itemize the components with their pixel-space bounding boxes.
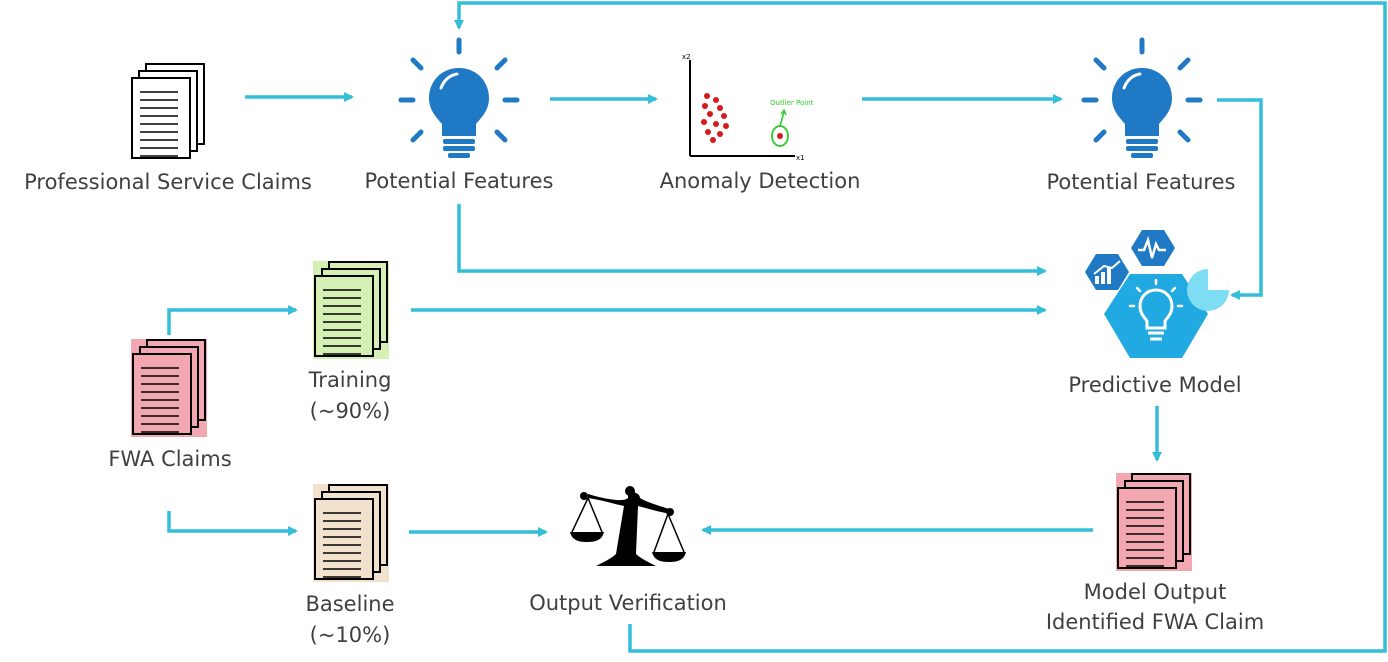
document-stack-icon (1116, 473, 1192, 571)
arrow-fwa-to-baseline (167, 511, 298, 536)
arrow-features-to-model (1217, 98, 1263, 300)
scatter-plot-icon: x2 x1 Outlier Point (682, 53, 814, 162)
potential-features-label-2: Potential Features (1046, 170, 1236, 194)
potential-features-label-1: Potential Features (364, 169, 554, 193)
baseline-label: Baseline (305, 592, 395, 616)
fwa-claims-label: FWA Claims (108, 447, 232, 471)
anomaly-detection-label: Anomaly Detection (659, 169, 861, 193)
model-output-sublabel: Identified FWA Claim (1045, 610, 1265, 634)
professional-claims-label: Professional Service Claims (24, 170, 312, 194)
output-verification-label: Output Verification (529, 591, 727, 615)
training-sublabel: (~90%) (309, 399, 391, 423)
scatter-y-axis-label: x2 (682, 53, 691, 61)
lightbulb-icon (1084, 40, 1200, 158)
predictive-model-label: Predictive Model (1068, 373, 1242, 397)
document-stack-icon (313, 484, 389, 582)
outlier-point-annotation: Outlier Point (770, 99, 814, 107)
lightbulb-icon (401, 40, 517, 158)
scatter-x-axis-label: x1 (796, 154, 805, 162)
training-label: Training (308, 368, 392, 392)
document-stack-icon (131, 339, 207, 437)
document-stack-icon (313, 261, 389, 359)
hexagon-model-icon (1085, 230, 1229, 358)
baseline-sublabel: (~10%) (309, 623, 391, 647)
arrow-features1-to-model (457, 204, 1047, 276)
model-output-label: Model Output (1083, 580, 1227, 604)
balance-scale-icon (570, 486, 686, 566)
arrow-fwa-to-training (167, 305, 298, 335)
arrow-feedback-loop (454, 1, 1387, 653)
document-stack-icon (131, 63, 205, 159)
